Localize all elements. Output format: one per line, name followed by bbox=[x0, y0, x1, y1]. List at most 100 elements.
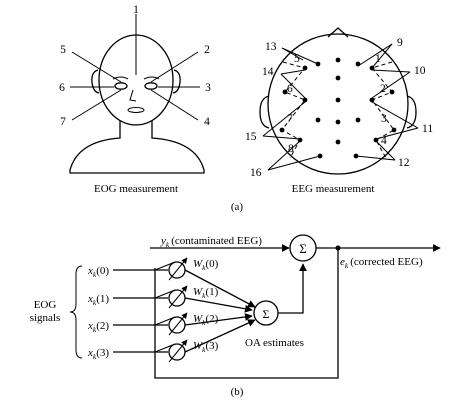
weight-out-1 bbox=[184, 297, 253, 313]
eeg-num-11: 11 bbox=[422, 123, 433, 135]
eeg-right-ear bbox=[406, 95, 417, 129]
input-label-1: xk(1) bbox=[87, 293, 109, 307]
eog-num-4: 4 bbox=[204, 116, 210, 128]
input-labels: xk(0) xk(1) xk(2) xk(3) bbox=[87, 265, 109, 361]
eeg-num-2: 2 bbox=[380, 83, 386, 95]
feedback-line bbox=[154, 248, 339, 379]
weight-arrow-2 bbox=[168, 312, 188, 336]
eeg-electrode-dot bbox=[355, 117, 361, 123]
eeg-lead-10b bbox=[371, 71, 411, 99]
eog-head-figure: 1 2 3 4 5 6 7 bbox=[59, 4, 211, 174]
eeg-lead-14b bbox=[280, 73, 306, 99]
eog-left-eye bbox=[114, 82, 128, 90]
oa-estimates-label: OA estimates bbox=[245, 337, 304, 349]
eog-right-eye bbox=[144, 82, 158, 90]
weight-out-0 bbox=[184, 269, 256, 308]
eeg-num-16: 16 bbox=[250, 167, 262, 179]
eeg-caption: EEG measurement bbox=[292, 183, 375, 195]
eog-num-6: 6 bbox=[59, 82, 65, 94]
weight-label-0: Wk(0) bbox=[193, 258, 219, 272]
eog-caption: EOG measurement bbox=[94, 183, 178, 195]
eeg-electrode-dot bbox=[335, 139, 341, 145]
eeg-num-8: 8 bbox=[288, 143, 294, 155]
eeg-solid-leads bbox=[262, 43, 419, 171]
eog-nose bbox=[129, 89, 137, 102]
eeg-num-15: 15 bbox=[245, 131, 257, 143]
sum-symbol-oa: Σ bbox=[263, 307, 270, 321]
eeg-lead-15b bbox=[262, 135, 301, 140]
eeg-lead-11a bbox=[371, 101, 419, 129]
eeg-num-3: 3 bbox=[381, 113, 387, 125]
eeg-head-figure bbox=[259, 27, 417, 175]
ek-label: ek(corrected EEG) bbox=[340, 256, 423, 270]
weight-outputs bbox=[184, 269, 256, 353]
eeg-lead-16b bbox=[267, 155, 321, 171]
weight-out-3 bbox=[184, 319, 256, 353]
eog-num-2: 2 bbox=[204, 44, 210, 56]
eog-num-3: 3 bbox=[205, 82, 211, 94]
eeg-electrode-dot bbox=[315, 117, 321, 123]
eeg-lead-12a bbox=[375, 140, 396, 161]
eeg-num-10: 10 bbox=[414, 65, 426, 77]
eeg-electrode-dot bbox=[335, 75, 341, 81]
oa-to-top-sum bbox=[278, 263, 307, 314]
eeg-num-6: 6 bbox=[287, 83, 293, 95]
eog-signals-line2: signals bbox=[30, 312, 61, 324]
eog-shoulders bbox=[69, 121, 205, 174]
weight-label-2: Wk(2) bbox=[193, 313, 219, 327]
eeg-num-5: 5 bbox=[294, 53, 300, 65]
input-label-2: xk(2) bbox=[87, 320, 109, 334]
panel-b-label: (b) bbox=[231, 386, 244, 398]
eeg-num-14: 14 bbox=[262, 66, 274, 78]
input-label-3: xk(3) bbox=[87, 347, 109, 361]
panel-a-label: (a) bbox=[231, 201, 244, 213]
weight-label-3: Wk(3) bbox=[193, 340, 219, 354]
eeg-lead-10a bbox=[371, 69, 411, 73]
weight-arrow-0 bbox=[168, 257, 188, 281]
eeg-electrode-dot bbox=[335, 119, 341, 125]
eog-signals-line1: EOG bbox=[34, 299, 57, 311]
eeg-trace-left bbox=[281, 61, 306, 159]
eeg-num-7: 7 bbox=[287, 113, 293, 125]
eeg-nose bbox=[327, 27, 349, 38]
eeg-lead-9b bbox=[371, 43, 393, 69]
weight-arrow-3 bbox=[168, 339, 188, 363]
eeg-numbers: 9 10 11 12 13 14 15 16 1 2 3 4 5 6 7 8 bbox=[245, 37, 433, 179]
eog-brace bbox=[69, 265, 83, 359]
eeg-num-9: 9 bbox=[397, 37, 403, 49]
eog-line-5 bbox=[71, 51, 122, 83]
eog-line-7 bbox=[71, 89, 122, 121]
yk-label: yk(contaminated EEG) bbox=[160, 235, 262, 249]
eeg-num-13: 13 bbox=[265, 41, 277, 53]
eeg-lead-16a bbox=[267, 140, 301, 171]
eeg-dashed-traces bbox=[281, 61, 395, 159]
eog-left-ear bbox=[91, 69, 100, 94]
input-label-0: xk(0) bbox=[87, 265, 109, 279]
eog-right-brow bbox=[143, 76, 160, 80]
eeg-lead-15a bbox=[262, 101, 306, 137]
eeg-lead-11b bbox=[375, 127, 419, 140]
eog-num-5: 5 bbox=[60, 44, 66, 56]
eeg-left-ear bbox=[259, 95, 270, 129]
eeg-num-12: 12 bbox=[398, 157, 410, 169]
eeg-lead-9a bbox=[357, 43, 393, 67]
weight-label-1: Wk(1) bbox=[193, 286, 219, 300]
eeg-lead-12b bbox=[355, 155, 396, 161]
eeg-num-4: 4 bbox=[381, 135, 387, 147]
eeg-electrode-dot bbox=[335, 97, 341, 103]
eeg-electrode-dot bbox=[335, 57, 341, 63]
eeg-head-outline bbox=[267, 33, 409, 175]
weight-labels: Wk(0) Wk(1) Wk(2) Wk(3) bbox=[193, 258, 219, 354]
eog-mouth bbox=[127, 107, 145, 113]
eog-line-4 bbox=[150, 89, 199, 121]
eog-num-7: 7 bbox=[60, 116, 66, 128]
eog-num-1: 1 bbox=[133, 4, 139, 16]
weight-blocks bbox=[168, 257, 188, 363]
sum-symbol-top: Σ bbox=[299, 241, 307, 256]
weight-arrow-1 bbox=[168, 285, 188, 309]
eog-right-ear bbox=[172, 69, 181, 94]
eeg-lead-13b bbox=[281, 47, 319, 65]
input-branches bbox=[113, 261, 176, 353]
eeg-num-1: 1 bbox=[375, 53, 381, 65]
